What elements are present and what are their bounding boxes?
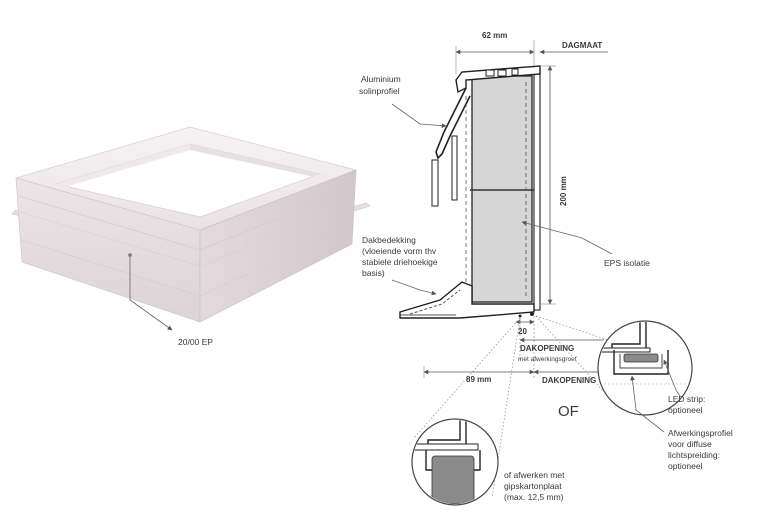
width-dimension: 62 mm — [482, 31, 507, 40]
roof-label-1: Dakbedekking — [362, 235, 416, 245]
opening-label-2: DAKOPENING — [542, 376, 596, 385]
finish-label-2: voor diffuse — [668, 439, 712, 449]
opening-label: DAKOPENING — [520, 344, 574, 353]
height-dimension: 200 mm — [559, 176, 568, 206]
gypsum-label-2: gipskartonplaat — [504, 481, 562, 491]
gypsum-label-3: (max. 12,5 mm) — [504, 492, 564, 502]
dagmaat-label: DAGMAAT — [562, 41, 602, 50]
offset-dimension: 89 mm — [466, 375, 491, 384]
finish-label-1: Afwerkingsprofiel — [668, 428, 733, 438]
pointer-dot — [128, 253, 132, 257]
gypsum-detail-circle — [411, 418, 499, 506]
led-detail-circle — [597, 320, 693, 416]
roof-label-3: stabiele driehoekige — [362, 257, 438, 267]
roof-label-2: (vloeiende vorm thv — [362, 246, 437, 256]
skylight-frame-3d — [11, 126, 371, 331]
led-label-2: optioneel — [668, 405, 703, 415]
gap-dimension: 20 — [518, 327, 527, 336]
gypsum-label-1: of afwerken met — [504, 470, 565, 480]
alu-label-2: solinprofiel — [359, 86, 400, 96]
opening-sub-label: met afwerkingsgroef — [518, 356, 577, 363]
product-label: 20/00 EP — [178, 337, 213, 347]
finish-label-4: optioneel — [668, 461, 703, 471]
roof-label-4: basis) — [362, 268, 385, 278]
section-drawing — [399, 65, 541, 319]
led-label-1: LED strip: — [668, 394, 705, 404]
eps-label: EPS isolatie — [604, 258, 650, 268]
alu-label-1: Aluminium — [361, 74, 401, 84]
finish-label-3: lichtspreiding: — [668, 450, 720, 460]
or-label: OF — [558, 403, 579, 420]
